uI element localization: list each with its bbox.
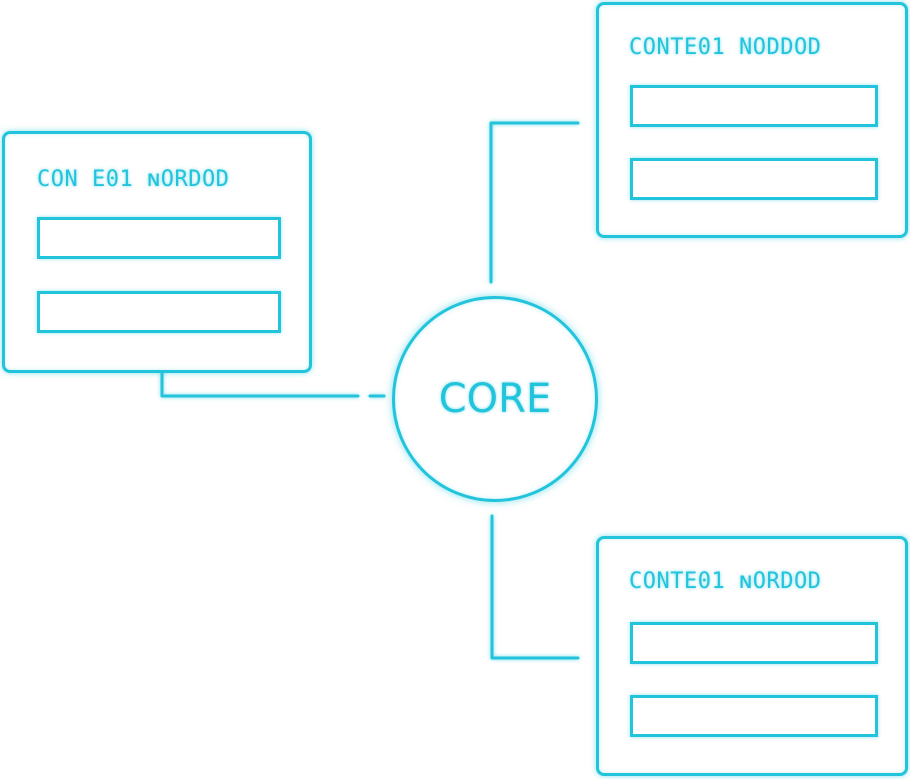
node-left-field-2[interactable] xyxy=(37,291,281,333)
node-left-title: CON E01 ɴORDOD xyxy=(37,167,230,192)
connector-core-to-bottom-right xyxy=(490,514,580,660)
node-left-field-1[interactable] xyxy=(37,217,281,259)
node-top-right-field-1[interactable] xyxy=(630,85,878,127)
node-bottom-right-field-1[interactable] xyxy=(630,622,878,664)
node-top-right-title: CONTE01 NODDOD xyxy=(629,35,822,60)
node-top-right: CONTE01 NODDOD xyxy=(596,2,908,238)
node-bottom-right: CONTE01 ɴORDOD xyxy=(596,536,908,776)
connector-left-to-core xyxy=(160,370,360,398)
node-top-right-field-2[interactable] xyxy=(630,158,878,200)
node-left: CON E01 ɴORDOD xyxy=(2,131,312,373)
node-bottom-right-title: CONTE01 ɴORDOD xyxy=(629,569,822,594)
node-bottom-right-field-2[interactable] xyxy=(630,695,878,737)
connector-core-to-top-right xyxy=(489,121,580,284)
core-node: CORE xyxy=(392,296,598,502)
core-label: CORE xyxy=(438,376,552,422)
